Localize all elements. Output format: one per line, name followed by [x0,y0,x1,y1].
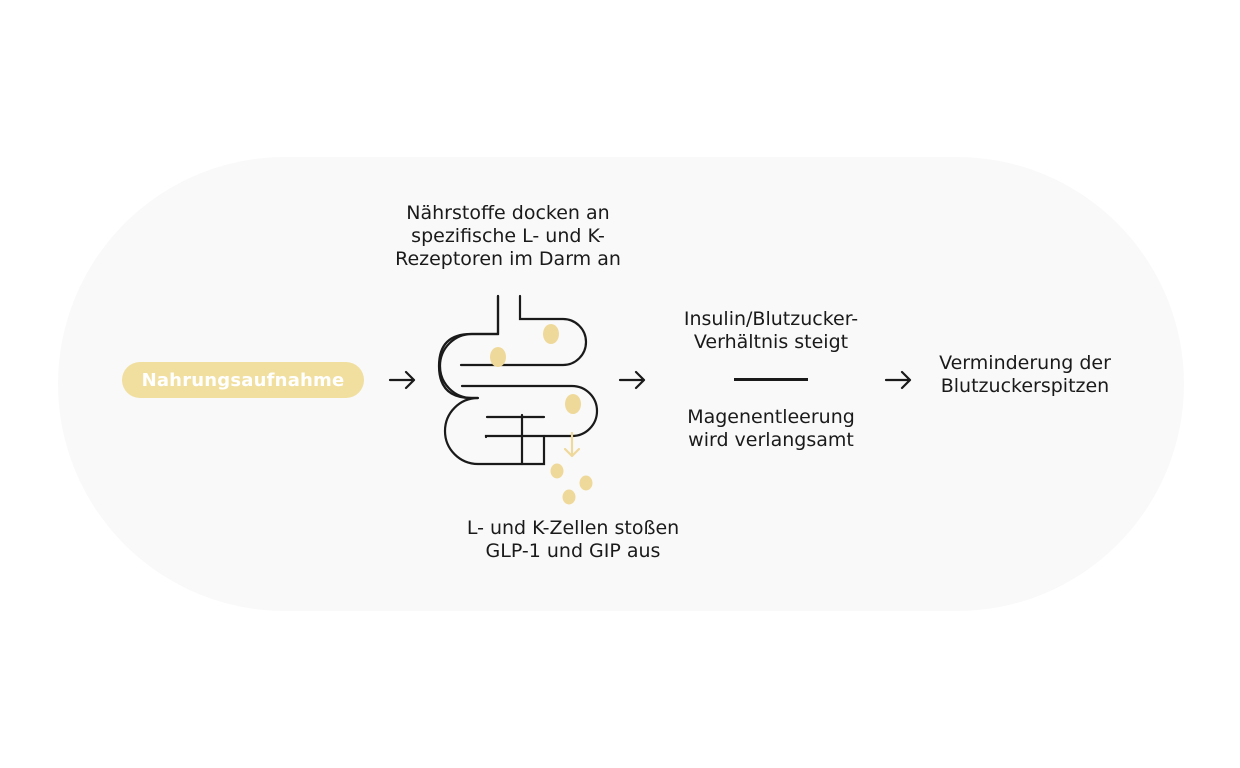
arrow-down-icon [563,431,581,458]
receptor-label: Nährstoffe docken an spezifische L- und … [395,202,621,271]
effect-divider [734,378,808,381]
start-label: Nahrungsaufnahme [141,369,345,391]
arrow-right-icon [388,370,416,390]
start-pill: Nahrungsaufnahme [122,362,364,398]
result-label: Verminderung der Blutzuckerspitzen [939,352,1111,398]
result-label-line1: Verminderung der [939,352,1111,374]
insulin-label-line2: Verhältnis steigt [693,331,849,353]
result-label-line2: Blutzuckerspitzen [940,375,1110,397]
secretion-label: L- und K-Zellen stoßen GLP-1 und GIP aus [467,517,679,563]
gastric-label-line1: Magenentleerung [687,406,855,428]
arrow-right-icon [884,370,912,390]
receptor-label-line1: Nährstoffe docken an [406,202,610,224]
receptor-label-line2: spezifische L- und K- [411,225,605,247]
insulin-label: Insulin/Blutzucker- Verhältnis steigt [684,308,858,354]
secretion-label-line2: GLP-1 und GIP aus [485,540,661,562]
gastric-label-line2: wird verlangsamt [688,429,854,451]
gastric-label: Magenentleerung wird verlangsamt [687,406,855,452]
secretion-label-line1: L- und K-Zellen stoßen [466,517,680,539]
insulin-label-line1: Insulin/Blutzucker- [683,308,859,330]
receptor-label-line3: Rezeptoren im Darm an [395,248,621,270]
arrow-right-icon [618,370,646,390]
